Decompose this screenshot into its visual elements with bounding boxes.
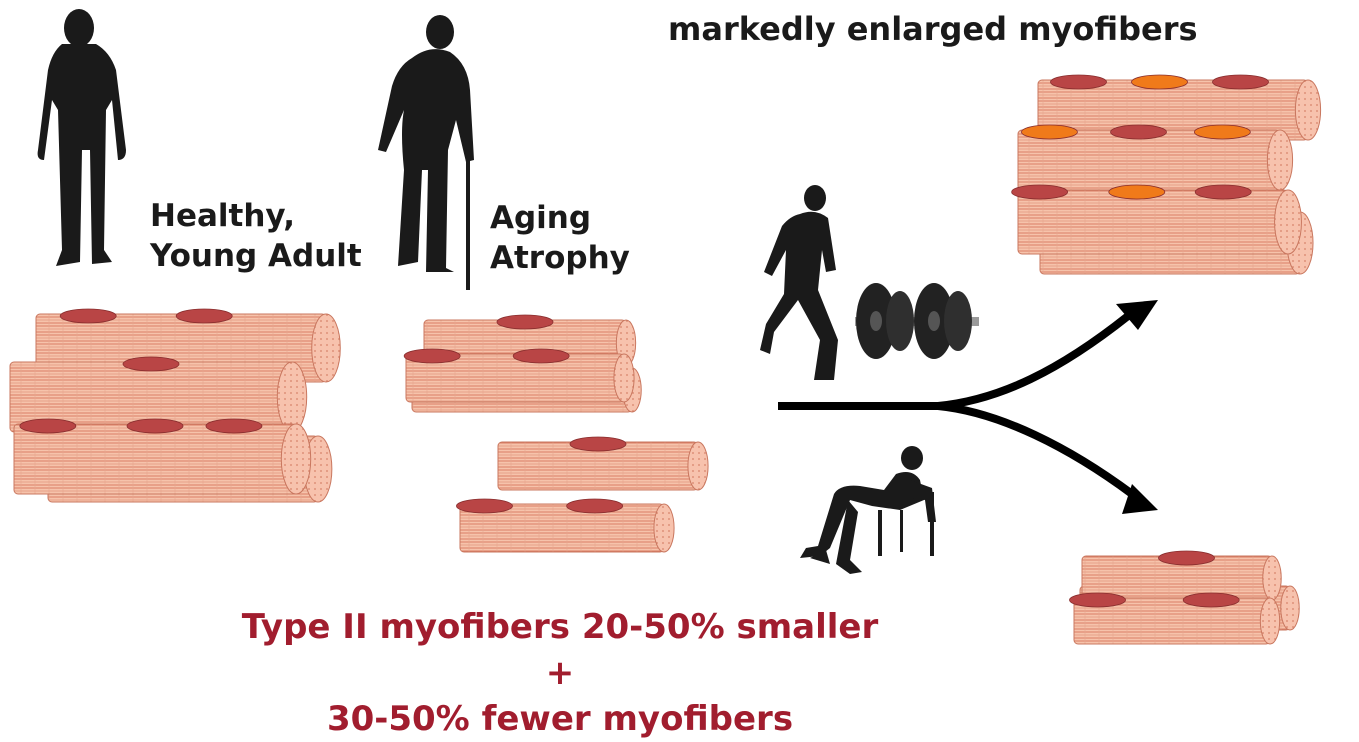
atrophy-summary-caption: Type II myofibers 20-50% smaller + 30-50… [200, 604, 920, 742]
healthy-young-adult-label: Healthy, Young Adult [150, 196, 362, 276]
summary-line-plus: + [200, 650, 920, 696]
sitting-man-icon [800, 446, 936, 574]
fiber-end [614, 354, 634, 402]
standing-man-icon [38, 9, 126, 266]
fiber-end [1281, 586, 1299, 630]
nucleus [1051, 75, 1107, 89]
muscle-fiber [1012, 185, 1302, 254]
nucleus [404, 349, 460, 363]
nucleus [123, 357, 179, 371]
nucleus [497, 315, 553, 329]
elderly-man-cane-icon [378, 15, 474, 290]
muscle-fiber [404, 349, 634, 402]
fiber-end [1260, 598, 1279, 644]
summary-line-smaller: Type II myofibers 20-50% smaller [200, 604, 920, 650]
fiber-end [1295, 80, 1320, 140]
dumbbell-icon [855, 283, 979, 359]
muscle-fiber [14, 419, 311, 494]
nucleus [60, 309, 116, 323]
aging-label-line1: Aging [490, 198, 630, 238]
nucleus [206, 419, 262, 433]
nucleus [1195, 185, 1251, 199]
healthy-fiber-bundle [10, 309, 340, 502]
nucleus [1132, 75, 1188, 89]
fiber-end [312, 314, 341, 382]
nucleus [1012, 185, 1068, 199]
nucleus [1159, 551, 1215, 565]
aging-fiber-bundle [404, 315, 708, 552]
nucleus [1111, 125, 1167, 139]
fiber-end [281, 424, 310, 494]
aging-label-line2: Atrophy [490, 238, 630, 278]
fiber-end [688, 442, 708, 490]
enlarged-fiber-bundle [1012, 75, 1321, 274]
nucleus [1070, 593, 1126, 607]
nucleus [1213, 75, 1269, 89]
nucleus [456, 499, 512, 513]
fiber-end [1275, 190, 1302, 254]
nucleus [567, 499, 623, 513]
nucleus [1021, 125, 1077, 139]
aging-atrophy-label: Aging Atrophy [490, 198, 630, 278]
nucleus [20, 419, 76, 433]
sedentary-fiber-bundle [1070, 551, 1300, 644]
nucleus [1194, 125, 1250, 139]
nucleus [1109, 185, 1165, 199]
muscle-fiber [1082, 551, 1281, 600]
muscle-fiber [1070, 593, 1280, 644]
muscle-fiber [498, 437, 708, 490]
nucleus [513, 349, 569, 363]
summary-line-fewer: 30-50% fewer myofibers [200, 696, 920, 742]
muscle-fiber [456, 499, 674, 552]
enlarged-myofibers-caption: markedly enlarged myofibers [668, 10, 1198, 48]
fiber-end [654, 504, 674, 552]
fiber-end [277, 362, 306, 432]
muscle-fiber [1018, 125, 1293, 190]
nucleus [176, 309, 232, 323]
healthy-label-line2: Young Adult [150, 236, 362, 276]
nucleus [570, 437, 626, 451]
fiber-end [1267, 130, 1292, 190]
running-man-icon [760, 185, 838, 380]
healthy-label-line1: Healthy, [150, 196, 362, 236]
fiber-end [1263, 556, 1281, 600]
nucleus [1183, 593, 1239, 607]
nucleus [127, 419, 183, 433]
